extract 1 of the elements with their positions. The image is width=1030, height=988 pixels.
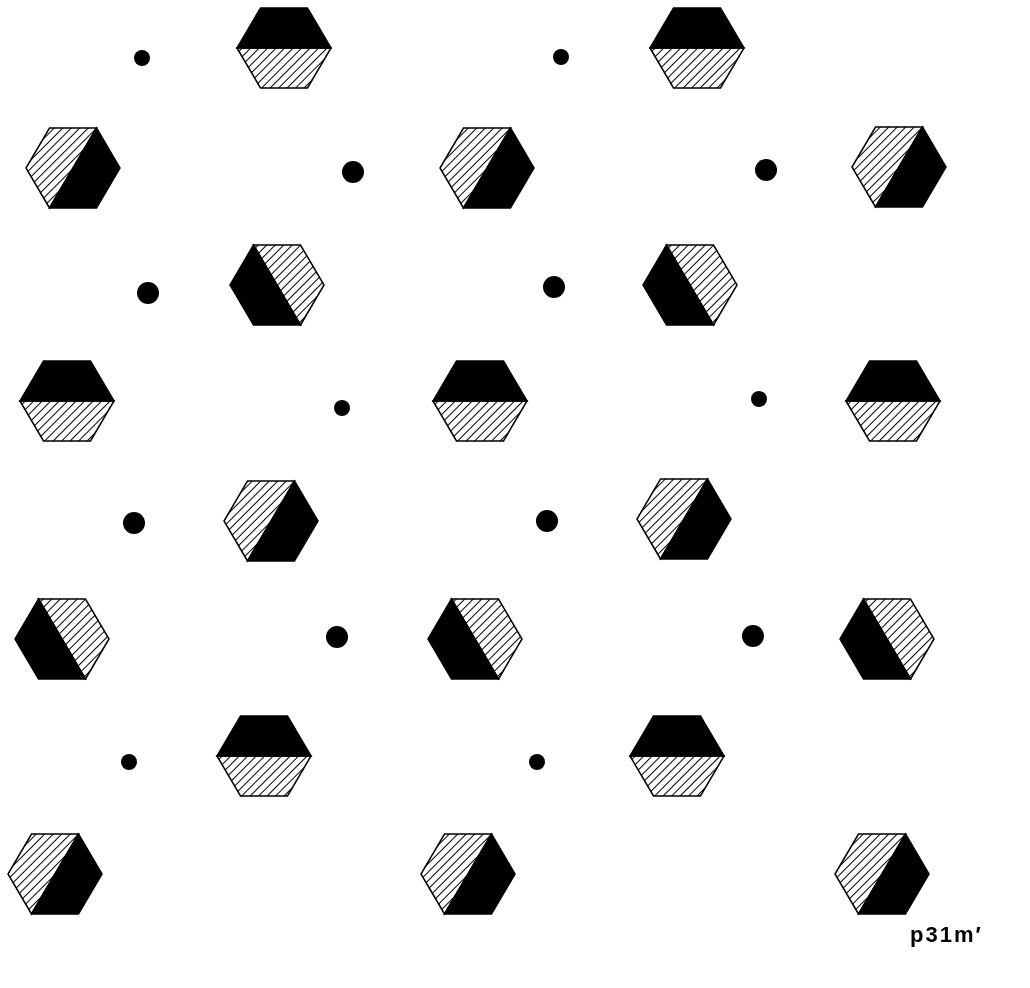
plane-group-label: p31m′: [910, 922, 983, 948]
